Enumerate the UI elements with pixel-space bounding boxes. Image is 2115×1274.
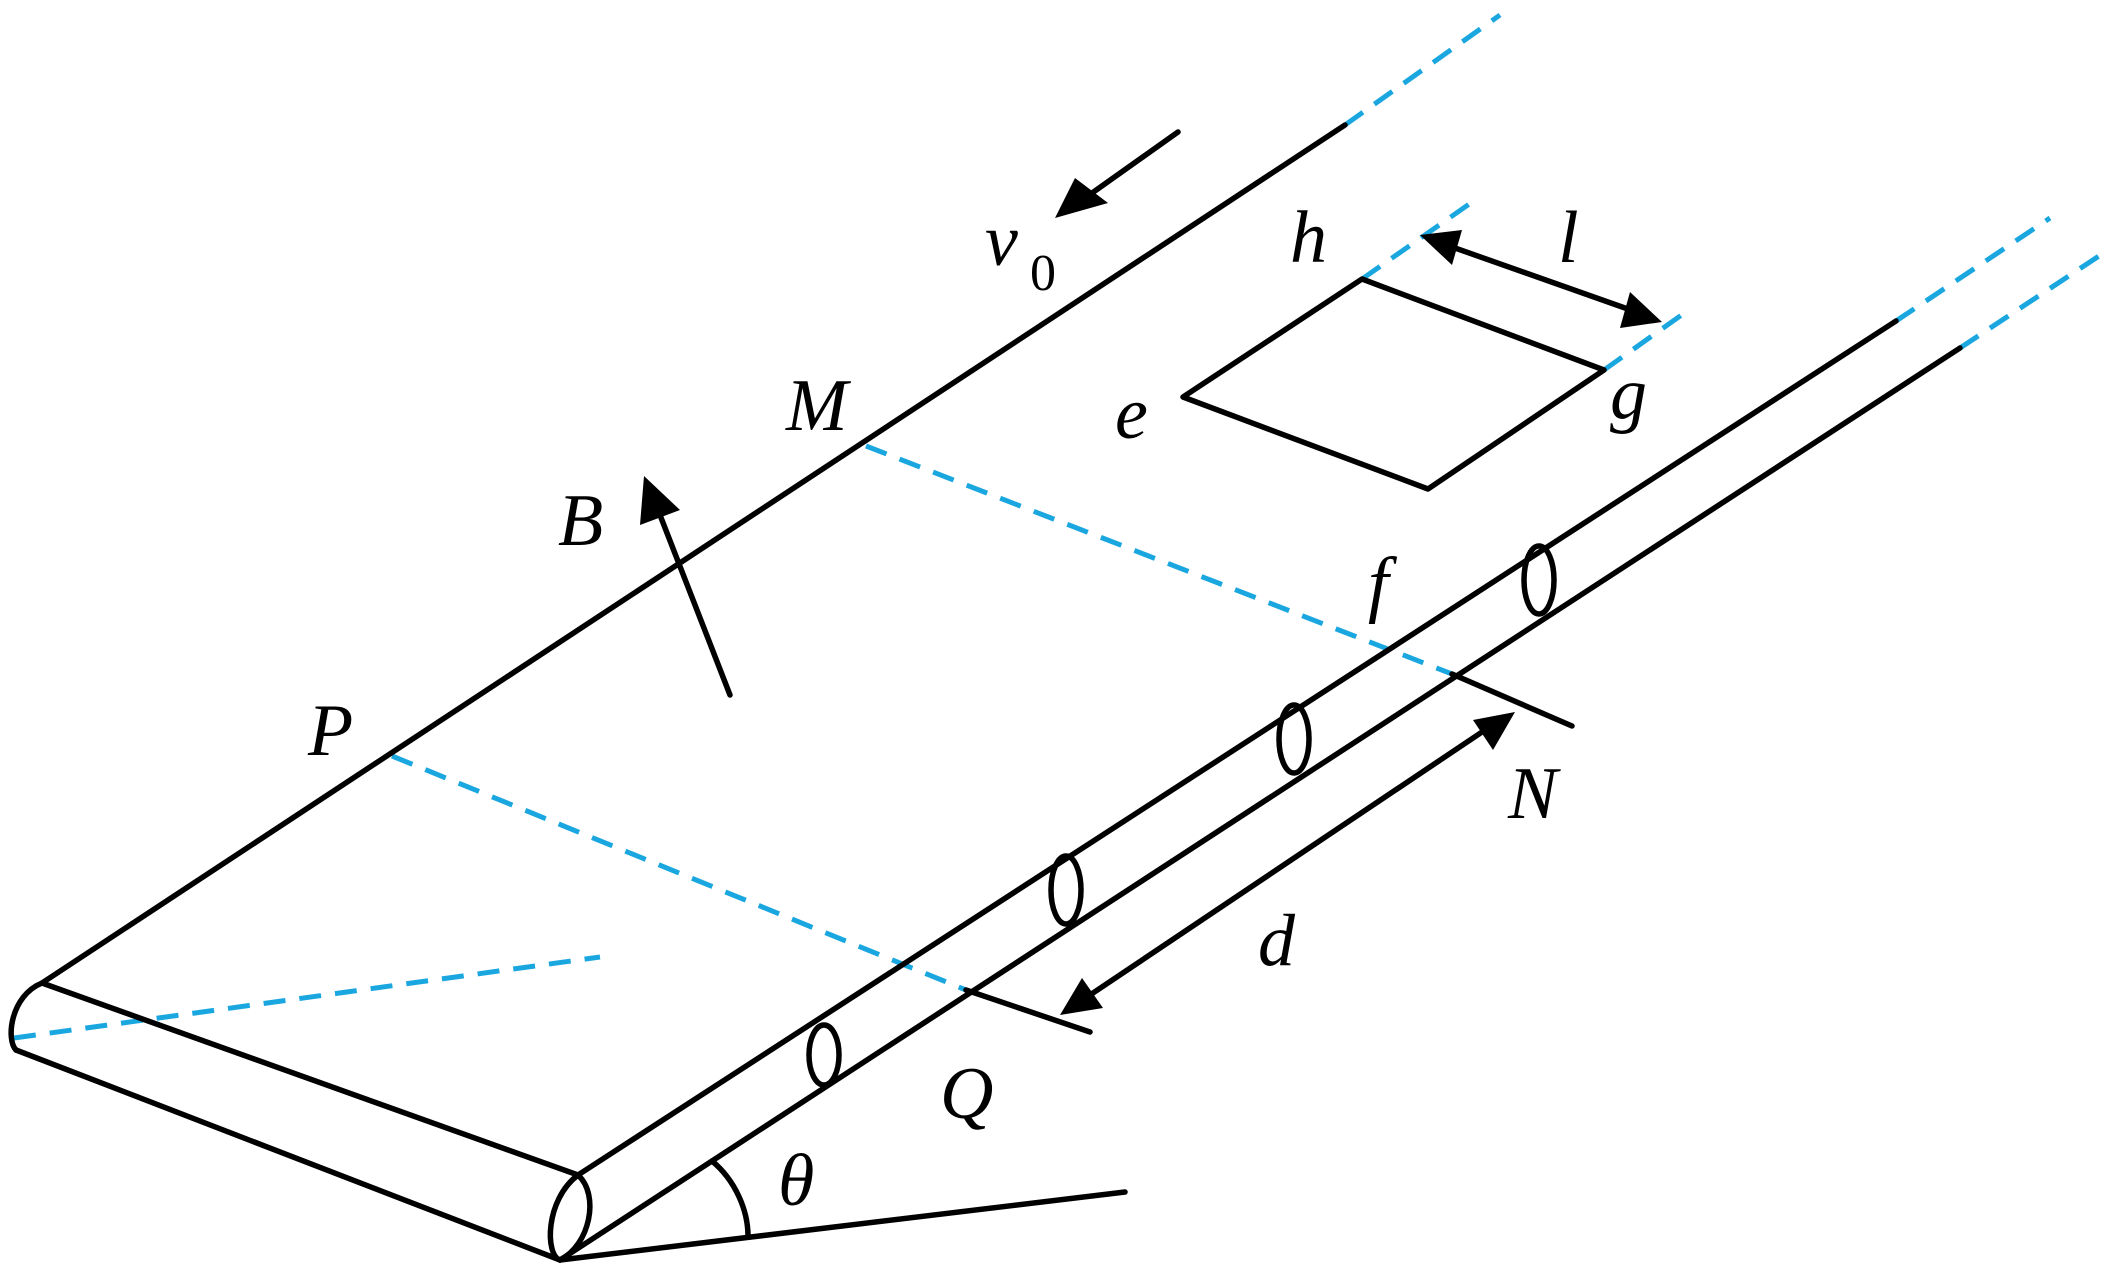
roller bbox=[1276, 702, 1312, 776]
magnetic-field-arrow bbox=[640, 476, 733, 698]
distance-arrow-shaft bbox=[1087, 727, 1488, 998]
boundary-tick-N bbox=[1449, 671, 1575, 729]
label-f: f bbox=[1368, 543, 1398, 625]
distance-arrow-head-down bbox=[1060, 978, 1103, 1015]
width-arrow bbox=[1420, 230, 1662, 328]
distance-arrow bbox=[1060, 712, 1515, 1015]
label-P: P bbox=[307, 690, 353, 772]
plane-bottom-curl bbox=[8, 980, 45, 1053]
plane-bottom-base-edge bbox=[13, 1047, 563, 1263]
upper-rail-continuation bbox=[1343, 12, 1502, 128]
label-theta: θ bbox=[778, 1140, 814, 1222]
label-g: g bbox=[1610, 353, 1647, 435]
dashed-lines bbox=[13, 12, 2107, 1041]
velocity-arrow bbox=[1055, 129, 1181, 218]
width-arrow-shaft bbox=[1452, 245, 1628, 311]
label-v: v bbox=[985, 200, 1018, 282]
velocity-arrow-shaft bbox=[1082, 129, 1181, 201]
rail-outer-line bbox=[557, 345, 1963, 1263]
label-h: h bbox=[1290, 197, 1327, 279]
distance-arrow-head-up bbox=[1473, 712, 1515, 750]
label-v-subscript: 0 bbox=[1030, 245, 1056, 302]
lower-rail-inner-continuation bbox=[1894, 215, 2052, 324]
coil-left-edge-continuation bbox=[1360, 197, 1477, 282]
angle-arc bbox=[709, 1158, 751, 1239]
end-hidden-line bbox=[13, 954, 601, 1041]
roller bbox=[1048, 853, 1084, 927]
field-boundary-MN bbox=[865, 443, 1453, 677]
rail-inner-line bbox=[575, 318, 1899, 1178]
label-Q: Q bbox=[940, 1053, 993, 1135]
label-l: l bbox=[1558, 197, 1579, 279]
boundary-tick-Q bbox=[963, 987, 1093, 1035]
label-e: e bbox=[1115, 373, 1148, 455]
plane-upper-edge bbox=[39, 122, 1348, 986]
coil-efgh bbox=[1180, 276, 1607, 492]
field-arrow-head bbox=[640, 476, 680, 525]
roller bbox=[1521, 543, 1557, 617]
label-M: M bbox=[785, 365, 852, 447]
velocity-arrow-head bbox=[1055, 178, 1108, 218]
coil-right-edge-continuation bbox=[1602, 306, 1692, 373]
plane-bottom-front-edge bbox=[39, 980, 581, 1178]
label-B: B bbox=[558, 480, 603, 562]
horizontal-ground bbox=[557, 1189, 1128, 1263]
lower-rail-outer-continuation bbox=[1958, 249, 2107, 351]
field-boundary-PQ bbox=[391, 753, 967, 993]
width-arrow-head-left bbox=[1420, 230, 1462, 265]
labels: v 0 h l M e g B f P N d Q θ bbox=[307, 197, 1647, 1222]
width-arrow-head-right bbox=[1620, 292, 1662, 328]
rollers bbox=[806, 543, 1557, 1088]
field-arrow-shaft bbox=[657, 512, 733, 698]
label-N: N bbox=[1507, 753, 1561, 835]
roller bbox=[806, 1022, 842, 1088]
incline-plane bbox=[8, 122, 1963, 1263]
label-d: d bbox=[1258, 900, 1296, 982]
